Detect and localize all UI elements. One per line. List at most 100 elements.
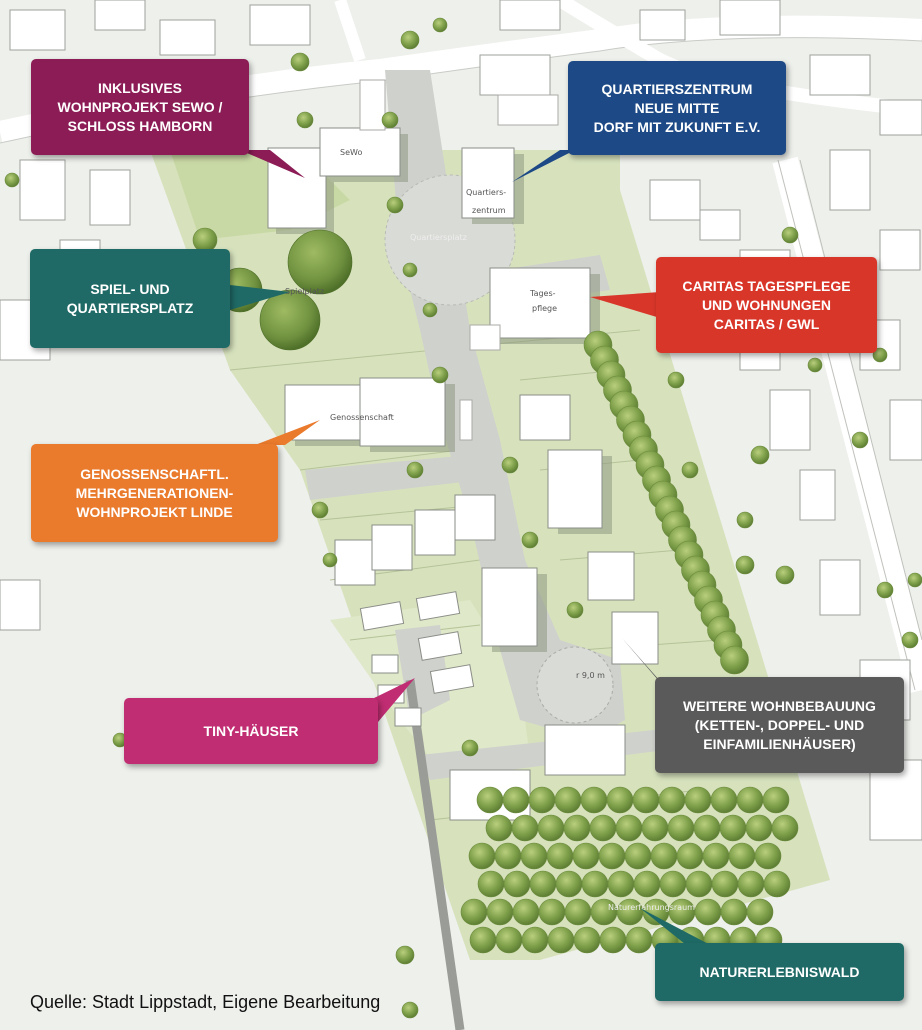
tree bbox=[589, 814, 617, 842]
tree bbox=[521, 531, 539, 549]
tree bbox=[322, 552, 338, 568]
tree bbox=[503, 870, 531, 898]
callout-caritas: CARITAS TAGESPFLEGE UND WOHNUNGEN CARITA… bbox=[656, 257, 877, 353]
tree bbox=[581, 870, 609, 898]
tree bbox=[546, 842, 574, 870]
tree bbox=[580, 786, 608, 814]
tree bbox=[486, 898, 514, 926]
tree bbox=[554, 786, 582, 814]
tree bbox=[401, 1001, 419, 1019]
tree bbox=[736, 511, 754, 529]
tree bbox=[460, 898, 488, 926]
tree bbox=[693, 814, 721, 842]
tree bbox=[520, 842, 548, 870]
tree bbox=[736, 786, 764, 814]
tree bbox=[494, 842, 522, 870]
map-label-spielplatz: Spielplatz bbox=[285, 287, 324, 296]
tree bbox=[807, 357, 823, 373]
tree bbox=[746, 898, 774, 926]
tree bbox=[667, 371, 685, 389]
tree bbox=[402, 262, 418, 278]
tree bbox=[750, 445, 770, 465]
tree bbox=[685, 870, 713, 898]
tree bbox=[529, 870, 557, 898]
tree bbox=[907, 572, 922, 588]
callout-genossenschaft: GENOSSENSCHAFTL. MEHRGENERATIONEN- WOHNP… bbox=[31, 444, 278, 542]
tree bbox=[607, 870, 635, 898]
tree bbox=[711, 870, 739, 898]
tree bbox=[667, 814, 695, 842]
tree bbox=[521, 926, 549, 954]
tree bbox=[563, 814, 591, 842]
callout-tiny-haeuser: TINY-HÄUSER bbox=[124, 698, 378, 764]
tree bbox=[710, 786, 738, 814]
tree bbox=[4, 172, 20, 188]
tree bbox=[745, 814, 773, 842]
tree bbox=[502, 786, 530, 814]
callout-pointers bbox=[230, 150, 716, 948]
tree bbox=[681, 461, 699, 479]
tree bbox=[728, 842, 756, 870]
tree bbox=[659, 870, 687, 898]
tree bbox=[684, 786, 712, 814]
map-label-quartierszentrum-2: zentrum bbox=[472, 206, 506, 215]
tree bbox=[511, 814, 539, 842]
neighbourhood-buildings bbox=[0, 0, 922, 841]
tree bbox=[676, 842, 704, 870]
tree bbox=[901, 631, 919, 649]
tree bbox=[400, 30, 420, 50]
tree bbox=[735, 555, 755, 575]
tree bbox=[872, 347, 888, 363]
tree bbox=[625, 926, 653, 954]
tree bbox=[754, 842, 782, 870]
tree bbox=[381, 111, 399, 129]
tree bbox=[537, 814, 565, 842]
tree bbox=[476, 786, 504, 814]
tree bbox=[720, 645, 749, 675]
tree bbox=[431, 366, 449, 384]
map-label-genossenschaft: Genossenschaft bbox=[330, 413, 394, 422]
tree bbox=[311, 501, 329, 519]
map-label-tagespflege-1: Tages- bbox=[529, 289, 556, 298]
map-label-tagespflege-2: pflege bbox=[532, 304, 557, 313]
source-note: Quelle: Stadt Lippstadt, Eigene Bearbeit… bbox=[30, 992, 381, 1012]
tree bbox=[719, 814, 747, 842]
parking bbox=[359, 79, 559, 441]
tree bbox=[501, 456, 519, 474]
tree bbox=[775, 565, 795, 585]
tree bbox=[771, 814, 799, 842]
tree bbox=[633, 870, 661, 898]
tree bbox=[606, 786, 634, 814]
callout-sewo: INKLUSIVES WOHNPROJEKT SEWO / SCHLOSS HA… bbox=[31, 59, 249, 155]
callout-spielplatz: SPIEL- UND QUARTIERSPLATZ bbox=[30, 249, 230, 348]
tree bbox=[547, 926, 575, 954]
tree bbox=[406, 461, 424, 479]
tree bbox=[573, 926, 601, 954]
tree bbox=[528, 786, 556, 814]
tree bbox=[290, 52, 310, 72]
tree bbox=[762, 786, 790, 814]
tree bbox=[512, 898, 540, 926]
tree bbox=[720, 898, 748, 926]
tree bbox=[851, 431, 869, 449]
tree bbox=[485, 814, 513, 842]
tree bbox=[538, 898, 566, 926]
tree bbox=[461, 739, 479, 757]
callout-weitere-wohnbebauung: WEITERE WOHNBEBAUUNG (KETTEN-, DOPPEL- U… bbox=[655, 677, 904, 773]
map-label-sewo: SeWo bbox=[340, 148, 362, 157]
tree bbox=[876, 581, 894, 599]
tree bbox=[702, 842, 730, 870]
tree bbox=[495, 926, 523, 954]
tree bbox=[658, 786, 686, 814]
tree bbox=[641, 814, 669, 842]
tree bbox=[469, 926, 497, 954]
tree bbox=[650, 842, 678, 870]
tree bbox=[781, 226, 799, 244]
footpath-south bbox=[405, 679, 465, 1030]
map-label-quartiersplatz: Quartiersplatz bbox=[410, 233, 467, 242]
tree bbox=[599, 926, 627, 954]
tree bbox=[386, 196, 404, 214]
tree bbox=[422, 302, 438, 318]
map-label-radius: r 9,0 m bbox=[576, 671, 605, 680]
